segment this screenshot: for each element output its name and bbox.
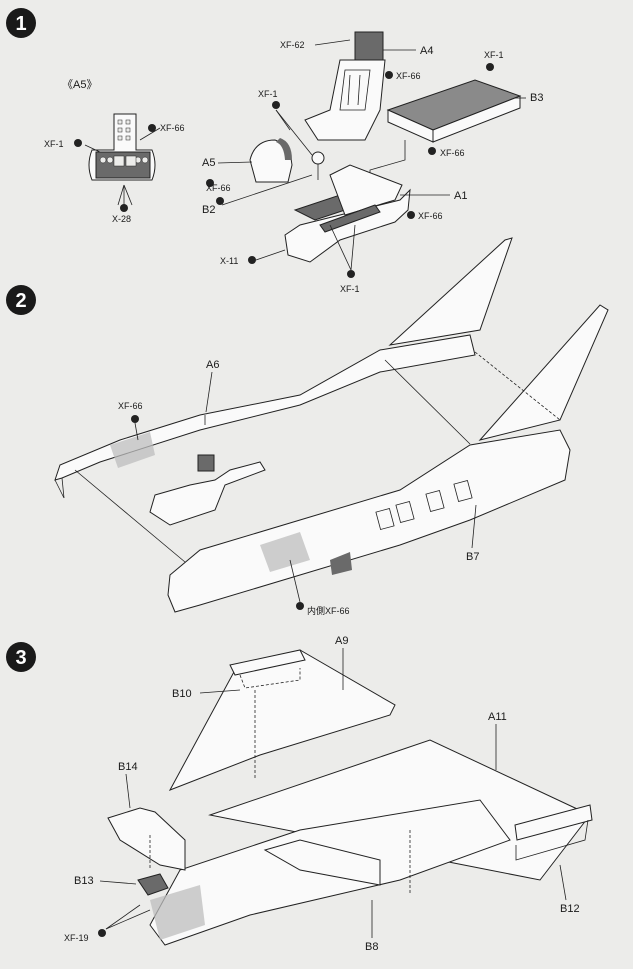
- label-b13: B13: [74, 875, 94, 887]
- label-xf1-tub: XF-1: [340, 284, 360, 294]
- instrument-panel-a5: [84, 113, 161, 206]
- lower-fuselage-b8: [149, 799, 511, 946]
- label-xf66-step2: XF-66: [118, 401, 143, 411]
- paint-dot-icon: [407, 211, 415, 219]
- ejection-seat-a4: [304, 31, 386, 141]
- label-b12: B12: [560, 903, 580, 915]
- label-b3: B3: [530, 92, 543, 104]
- label-a11: A11: [488, 711, 507, 723]
- label-xf66-a5: XF-66: [160, 123, 185, 133]
- label-b14: B14: [118, 761, 138, 773]
- label-a4: A4: [420, 45, 433, 57]
- label-xf66-a5-part: XF-66: [206, 183, 231, 193]
- label-xf1-a5: XF-1: [44, 139, 64, 149]
- panel-b3: [386, 79, 522, 143]
- label-x11: X-11: [220, 256, 238, 266]
- label-a5: A5: [202, 157, 215, 169]
- label-xf1-b3: XF-1: [484, 50, 504, 60]
- seat-assembly-step2: [149, 454, 266, 526]
- step-3-number: 3: [15, 647, 26, 669]
- control-stick: [311, 151, 325, 180]
- intake-b14: [107, 807, 186, 871]
- label-b8: B8: [365, 941, 378, 953]
- paint-dot-icon: [74, 124, 156, 212]
- label-xf62: XF-62: [280, 40, 305, 50]
- label-inner-xf66: 内側XF-66: [307, 605, 350, 616]
- fuselage-half-a6: [54, 237, 513, 499]
- paint-dot-icon: [385, 71, 393, 79]
- label-b10: B10: [172, 688, 192, 700]
- wing-upper-a9: [168, 649, 396, 791]
- paint-dot-icon: [206, 179, 214, 187]
- label-xf66-a1: XF-66: [418, 211, 443, 221]
- paint-dot-icon: [296, 602, 304, 610]
- label-x28: X-28: [112, 214, 131, 224]
- part-b13: [137, 873, 169, 896]
- headrest-a5: [249, 138, 293, 183]
- label-xf1-stick: XF-1: [258, 89, 278, 99]
- paint-dot-icon: [428, 147, 436, 155]
- paint-dot-icon: [248, 256, 256, 264]
- step-1-badge: 1: [6, 8, 36, 38]
- step-1-number: 1: [15, 13, 26, 35]
- label-xf19: XF-19: [64, 933, 89, 943]
- label-xf66-seat: XF-66: [396, 71, 421, 81]
- label-a6: A6: [206, 359, 219, 371]
- fuselage-half-b7: [167, 304, 609, 613]
- step-2-badge: 2: [6, 285, 36, 315]
- paint-dot-icon: [98, 929, 106, 937]
- paint-dot-icon: [347, 270, 355, 278]
- label-a1: A1: [454, 190, 467, 202]
- paint-dot-icon: [272, 101, 280, 109]
- paint-dot-icon: [486, 63, 494, 71]
- cockpit-tub-a1: [284, 164, 411, 263]
- paint-dot-icon: [216, 197, 224, 205]
- label-b7: B7: [466, 551, 479, 563]
- label-a9: A9: [335, 635, 348, 647]
- subassembly-a5-title: 《A5》: [62, 78, 97, 91]
- step-3-badge: 3: [6, 642, 36, 672]
- step-2-number: 2: [15, 290, 26, 312]
- label-b2: B2: [202, 204, 215, 216]
- paint-dot-icon: [131, 415, 139, 423]
- label-xf66-b3: XF-66: [440, 148, 465, 158]
